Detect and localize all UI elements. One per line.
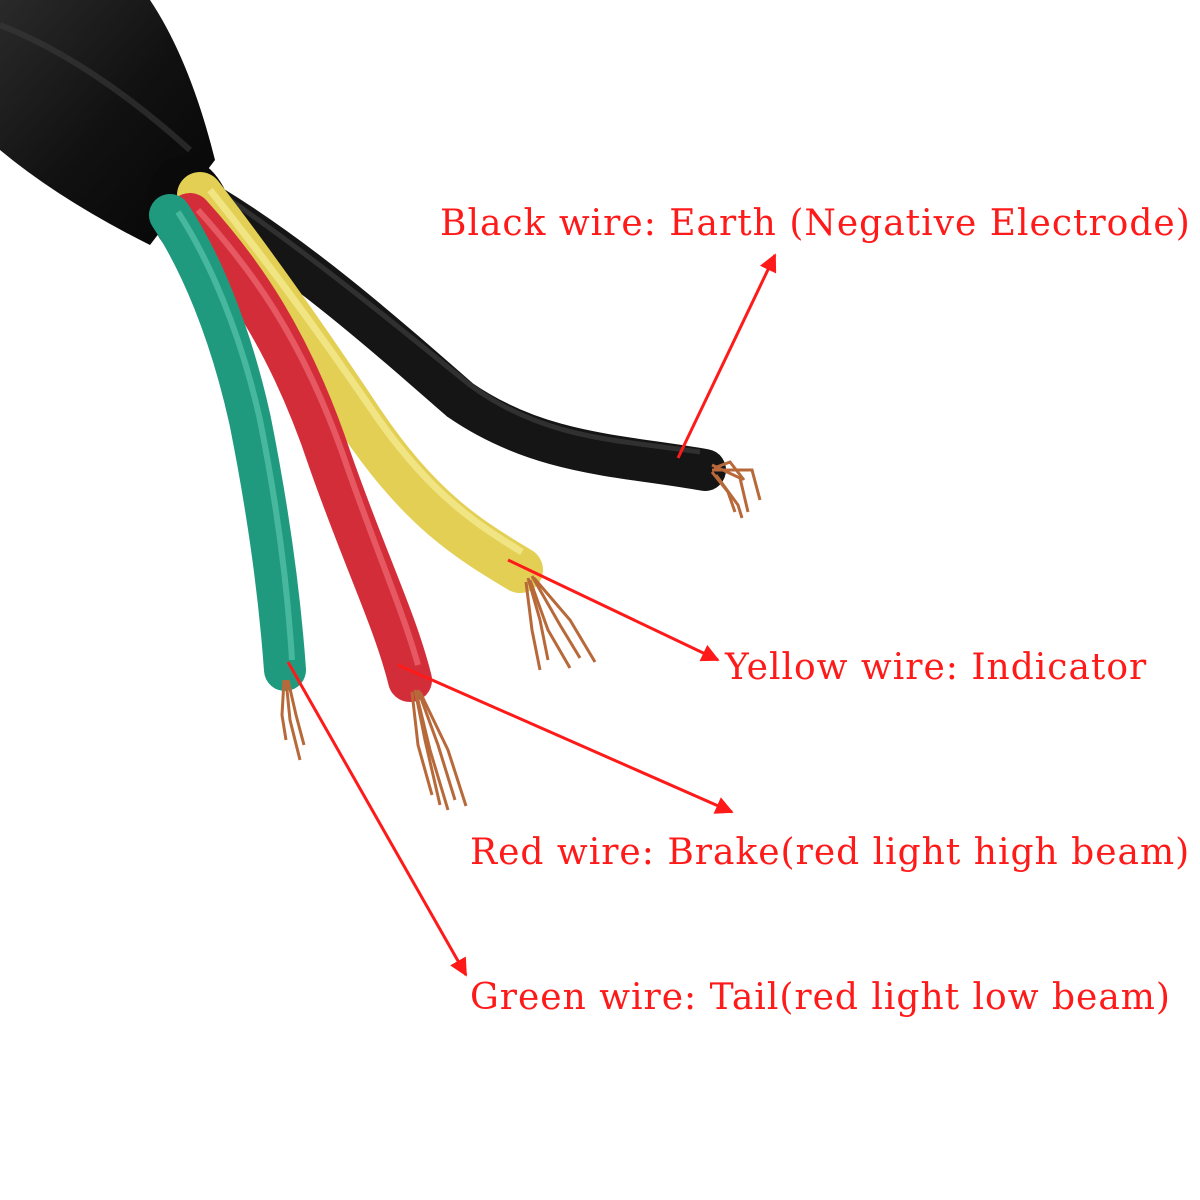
arrow-black bbox=[676, 253, 777, 459]
green-wire bbox=[149, 194, 306, 691]
yellow-wire-label: Yellow wire: Indicator bbox=[725, 647, 1148, 688]
green-wire-label: Green wire: Tail(red light low beam) bbox=[470, 977, 1171, 1018]
black-wire-label: Black wire: Earth (Negative Electrode) bbox=[440, 203, 1191, 244]
red-wire-label: Red wire: Brake(red light high beam) bbox=[470, 832, 1191, 873]
black-wire bbox=[189, 184, 726, 491]
copper-strands-yellow bbox=[524, 575, 597, 671]
copper-strands-green bbox=[280, 679, 306, 761]
arrow-green bbox=[286, 661, 468, 977]
yellow-wire-sheen bbox=[207, 187, 524, 555]
black-wire-sheen bbox=[228, 197, 701, 455]
copper-strands-red bbox=[410, 689, 468, 811]
red-wire bbox=[168, 193, 432, 702]
arrow-red bbox=[397, 663, 734, 814]
copper-strands-black bbox=[710, 460, 762, 519]
red-wire-sheen bbox=[195, 207, 421, 666]
cable-jacket-highlight bbox=[0, 22, 193, 153]
arrow-yellow bbox=[507, 558, 720, 662]
green-wire-sheen bbox=[175, 210, 295, 661]
